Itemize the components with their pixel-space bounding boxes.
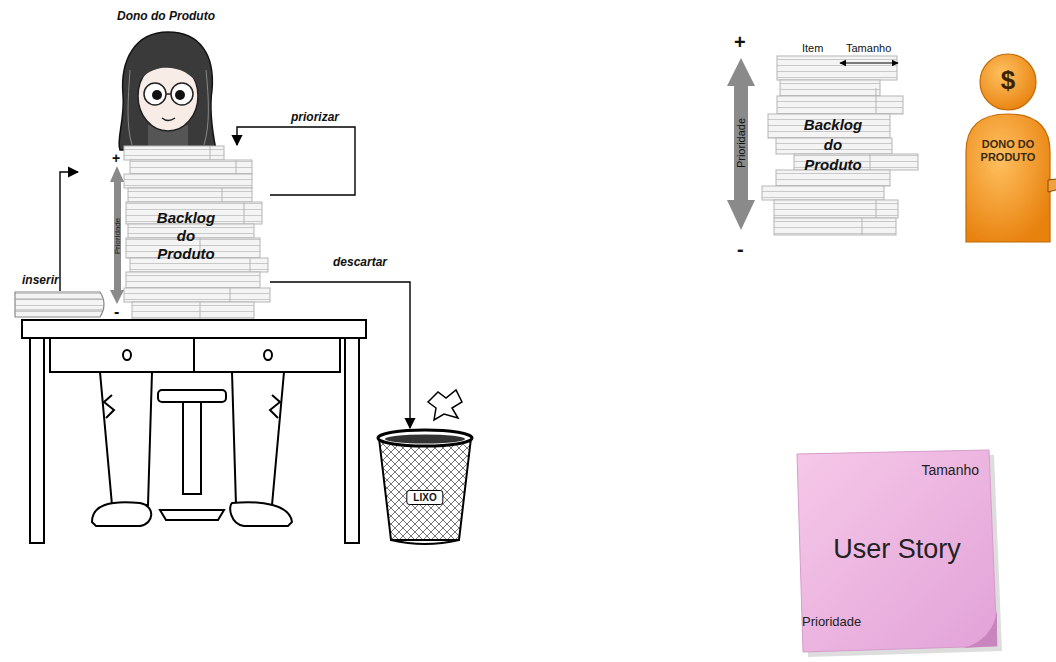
crumpled-paper: [428, 390, 462, 420]
backlog-title: Backlog do Produto: [804, 115, 862, 175]
backlog-stack: Backlog do Produto: [125, 145, 270, 320]
action-label: inserir: [22, 273, 59, 287]
role-name: DONO DO PRODUTO: [967, 138, 1049, 164]
column-header: Item: [802, 42, 823, 54]
legs-and-chair: [92, 372, 292, 526]
priority-plus: +: [734, 31, 746, 54]
insert-arrow: [60, 172, 78, 291]
priority-arrow: [110, 166, 124, 304]
trash-outline: [375, 428, 475, 543]
story-title: User Story: [833, 534, 961, 565]
priority-field: Prioridade: [802, 614, 861, 629]
dollar-sign: $: [1001, 65, 1015, 96]
figure-heading: Dono do Produto: [117, 9, 215, 23]
sticky-note: TamanhoUser StoryPrioridade: [793, 450, 1001, 655]
paper-stack: [124, 146, 270, 319]
priority-axis: Prioridade: [735, 118, 747, 168]
size-arrow: [840, 62, 898, 63]
book: [15, 292, 104, 317]
discard-arrow: [270, 282, 410, 428]
edge-label: priorizar: [291, 110, 339, 124]
product-owner-figure: [119, 32, 216, 150]
priority-plus: +: [112, 150, 120, 166]
column-header: Tamanho: [846, 42, 891, 54]
trash-can: LIXO: [375, 428, 475, 543]
priority-minus: -: [114, 303, 119, 321]
edge-label: descartar: [333, 255, 387, 269]
backlog-title: Backlog do Produto: [157, 209, 215, 263]
backlog-stack: Backlog do Produto: [775, 55, 900, 235]
trash-label: LIXO: [406, 490, 443, 505]
desk: [22, 320, 366, 543]
priority-minus: -: [737, 238, 744, 261]
paper-ticks: [200, 146, 250, 319]
paper-ticks: [862, 88, 876, 235]
product-owner-icon: $ DONO DO PRODUTO: [960, 52, 1056, 242]
size-field: Tamanho: [921, 462, 979, 478]
priority-arrow: [727, 58, 755, 230]
prioritize-loop: [237, 127, 355, 195]
priority-axis: Prioridade: [113, 218, 122, 254]
paper-stack: [762, 56, 918, 235]
